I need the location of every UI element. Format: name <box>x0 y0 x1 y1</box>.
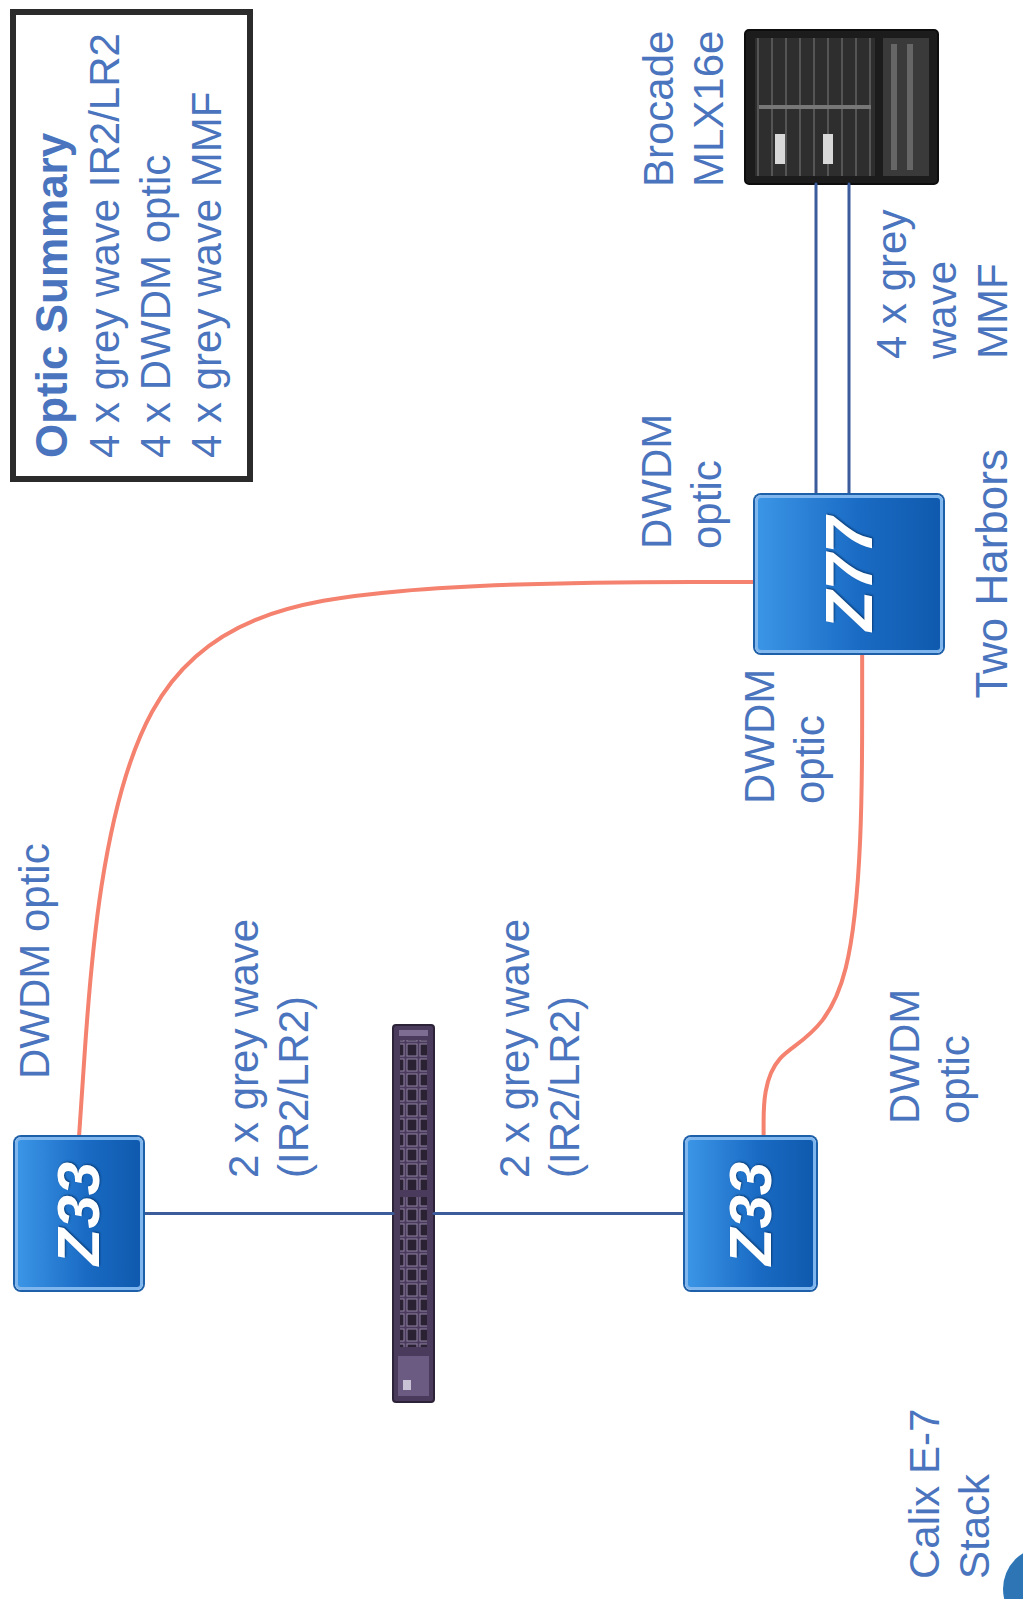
optic-label: DWDM optic <box>632 399 733 549</box>
link-label: 2 x grey wave (IR2/LR2) <box>490 893 591 1178</box>
brocade-chassis <box>745 30 938 184</box>
link-label: 4 x grey wave MMF <box>867 201 1018 359</box>
optical-node: Z77 <box>755 495 943 653</box>
optic-label: DWDM optic <box>10 659 60 1079</box>
page-marker <box>1003 1547 1023 1599</box>
router-chassis: Brocade MLX16e <box>745 30 938 184</box>
node-name: Z33 <box>49 1162 109 1265</box>
optic-label: DWDM optic <box>735 654 836 804</box>
grey-wave-link <box>848 184 851 495</box>
optical-node: Z33 <box>15 1137 143 1290</box>
summary-line: 4 x grey wave IR2/LR2 <box>79 33 130 458</box>
summary-line: 4 x grey wave MMF <box>181 33 232 458</box>
grey-wave-link <box>815 184 818 495</box>
summary-box: Optic Summary4 x grey wave IR2/LR24 x DW… <box>10 9 253 482</box>
summary-line: 4 x DWDM optic <box>130 33 181 458</box>
switch-stack: Calix E-7 Stack <box>393 1025 434 1402</box>
site-name: Two Harbors <box>966 449 1019 698</box>
grey-wave-link <box>143 1212 393 1215</box>
device-name: Brocade MLX16e <box>634 12 735 187</box>
dwdm-link <box>79 582 755 1137</box>
calix-e7-device <box>393 1025 434 1402</box>
node-name: Z33 <box>721 1162 781 1265</box>
optical-node: Z33 <box>685 1137 816 1290</box>
device-name: Calix E-7 Stack <box>900 1389 1001 1579</box>
node-name: Z77 <box>816 517 882 631</box>
optic-label: DWDM optic <box>880 974 981 1124</box>
link-label: 2 x grey wave (IR2/LR2) <box>219 893 320 1178</box>
grey-wave-link <box>434 1212 685 1215</box>
summary-title: Optic Summary <box>26 33 79 458</box>
